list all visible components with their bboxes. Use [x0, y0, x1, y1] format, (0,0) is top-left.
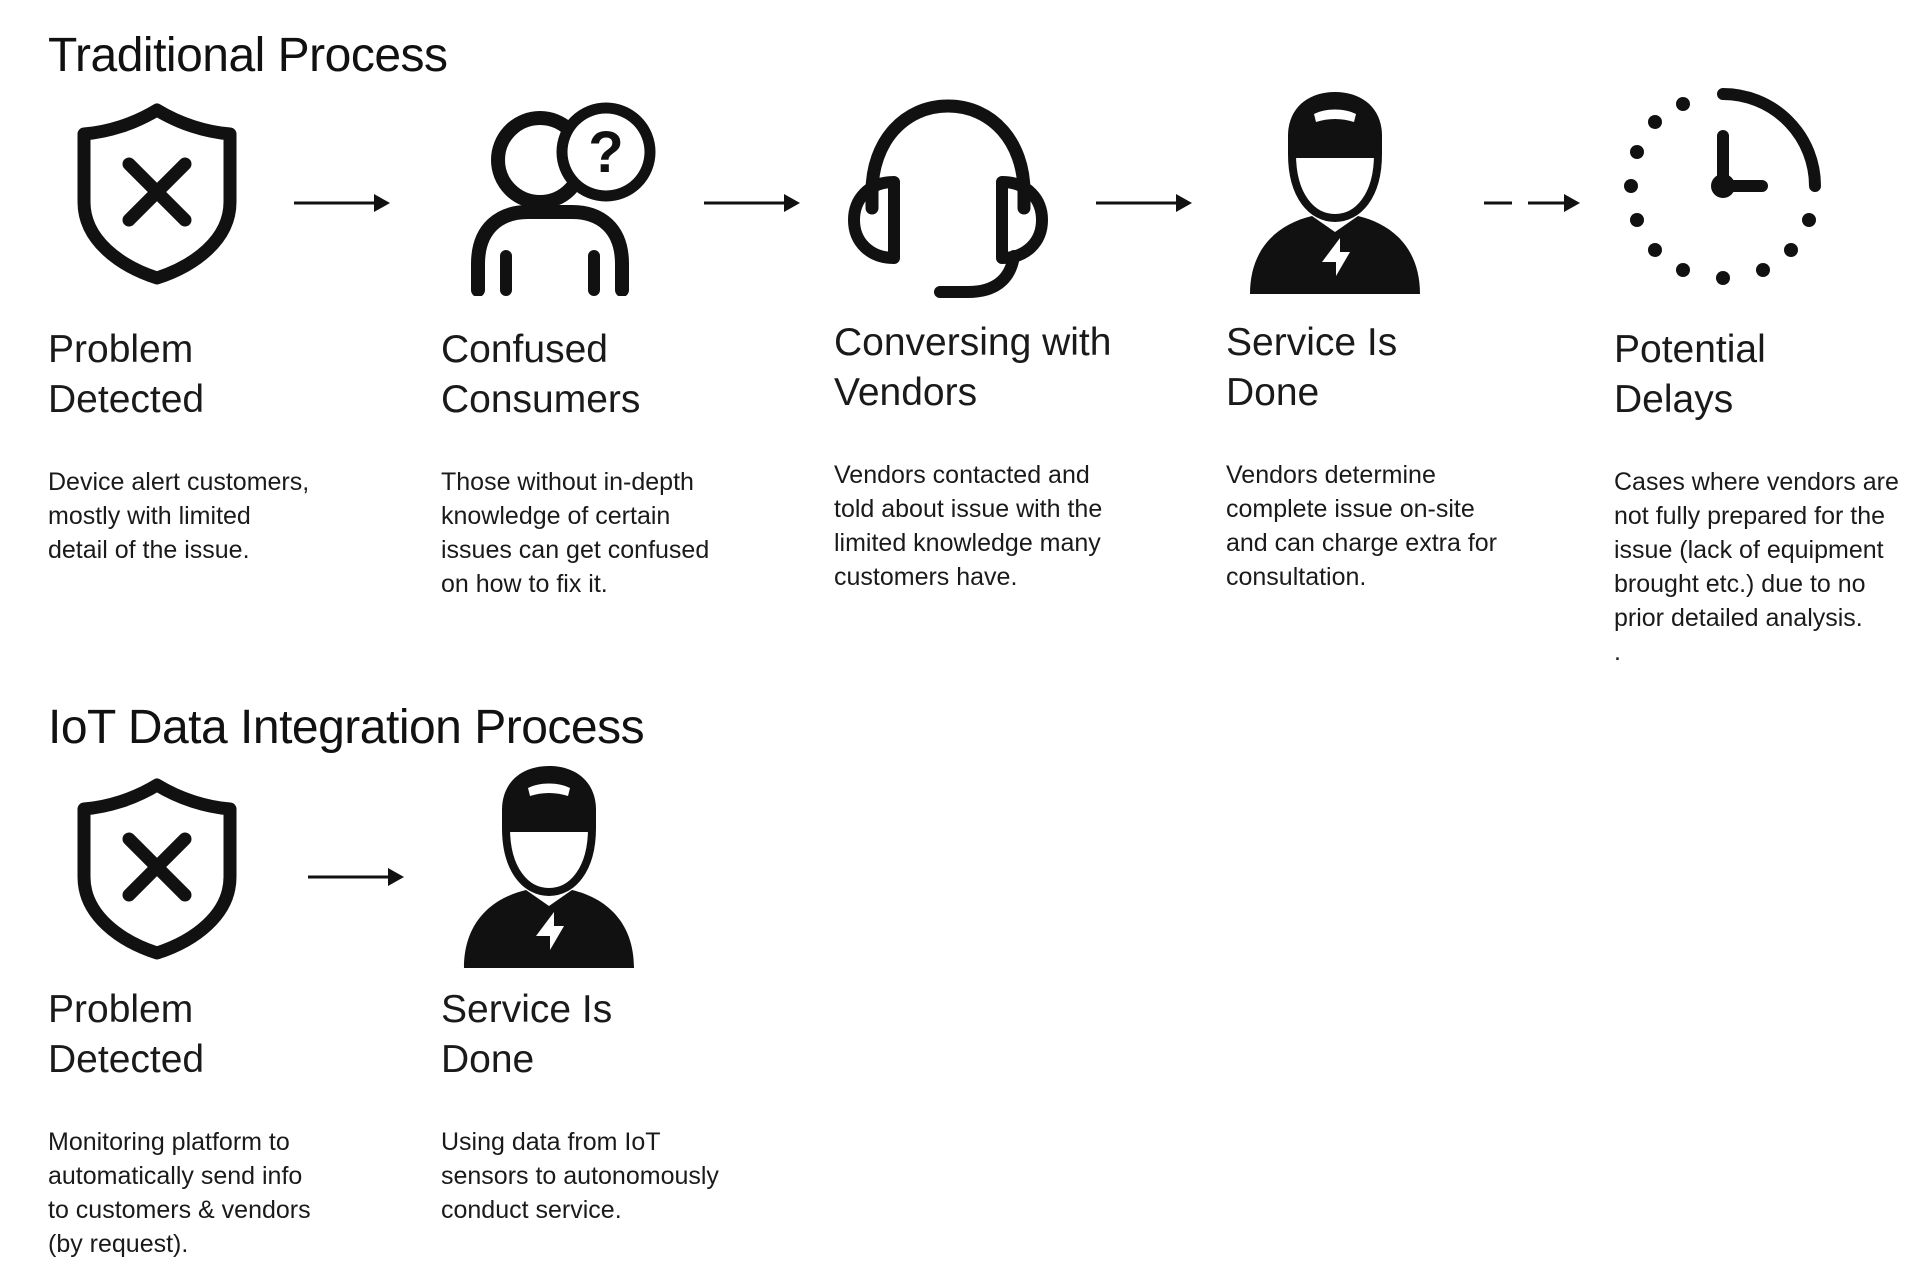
- arrow-right-icon: [308, 864, 404, 890]
- step-title: Problem Detected: [48, 988, 205, 1081]
- svg-text:?: ?: [588, 120, 623, 185]
- step-title: Confused Consumers: [441, 328, 641, 421]
- step-description: Cases where vendors are not fully prepar…: [1614, 468, 1899, 666]
- iot-process-title: IoT Data Integration Process: [48, 701, 645, 754]
- step-description: Vendors determine complete issue on-site…: [1226, 461, 1497, 591]
- headset-icon: [846, 96, 1050, 300]
- step-title: Conversing with Vendors: [834, 321, 1112, 414]
- step-title: Service Is Done: [1226, 321, 1398, 414]
- step-title: Service Is Done: [441, 988, 613, 1081]
- step-description: Using data from IoT sensors to autonomou…: [441, 1128, 719, 1224]
- arrow-dashed-right-icon: [1484, 190, 1580, 216]
- arrow-right-icon: [294, 190, 390, 216]
- step-description: Device alert customers, mostly with limi…: [48, 468, 310, 564]
- confused-person-icon: ?: [470, 100, 670, 296]
- traditional-process-title: Traditional Process: [48, 29, 448, 82]
- arrow-right-icon: [704, 190, 800, 216]
- service-worker-icon: [454, 758, 644, 976]
- step-description: Monitoring platform to automatically sen…: [48, 1128, 311, 1258]
- step-description: Those without in-depth knowledge of cert…: [441, 468, 710, 598]
- step-description: Vendors contacted and told about issue w…: [834, 461, 1103, 591]
- shield-x-icon: [74, 100, 240, 286]
- step-title: Potential Delays: [1614, 328, 1766, 421]
- clock-delay-icon: [1610, 80, 1836, 296]
- service-worker-icon: [1240, 84, 1430, 302]
- arrow-right-icon: [1096, 190, 1192, 216]
- shield-x-icon: [74, 775, 240, 961]
- step-title: Problem Detected: [48, 328, 205, 421]
